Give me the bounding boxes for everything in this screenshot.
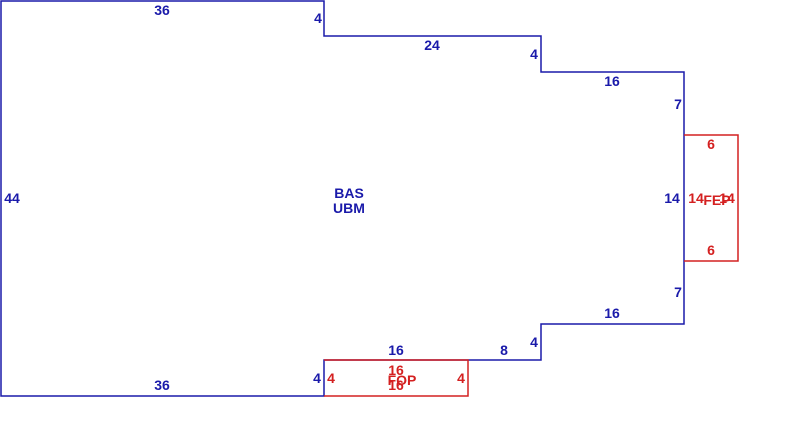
- fep-area-outline: [684, 134, 739, 262]
- dim-bottom-mid: 8: [500, 342, 508, 358]
- fep-dim-bottom: 6: [707, 242, 715, 258]
- area-code-bas: BAS: [334, 185, 364, 201]
- dim-bottom-left: 36: [154, 377, 170, 393]
- dim-step-3: 4: [530, 334, 538, 350]
- fop-dim-bottom: 16: [388, 377, 404, 393]
- fep-dim-left: 14: [688, 190, 704, 206]
- dim-porch-left: 4: [313, 370, 321, 386]
- dim-bottom-right: 16: [604, 305, 620, 321]
- dim-lower-right: 7: [674, 284, 682, 300]
- dim-porch-top: 16: [388, 342, 404, 358]
- dim-right: 14: [664, 190, 680, 206]
- dim-step-1: 4: [314, 10, 322, 26]
- fop-dim-left: 4: [327, 370, 335, 386]
- dim-left: 44: [4, 190, 20, 206]
- fep-dim-top: 6: [707, 136, 715, 152]
- fep-code: FEP: [703, 192, 730, 208]
- fop-dim-right: 4: [457, 370, 465, 386]
- fep-dim-right: 14: [719, 190, 735, 206]
- dim-upper-right: 7: [674, 96, 682, 112]
- fop-area-outline: [324, 359, 469, 397]
- area-code-ubm: UBM: [333, 200, 365, 216]
- fop-dim-top: 16: [388, 362, 404, 378]
- dim-top-left: 36: [154, 2, 170, 18]
- dim-step-2: 4: [530, 46, 538, 62]
- dim-top-right: 16: [604, 73, 620, 89]
- dim-top-mid: 24: [424, 37, 440, 53]
- fop-code: FOP: [388, 372, 417, 388]
